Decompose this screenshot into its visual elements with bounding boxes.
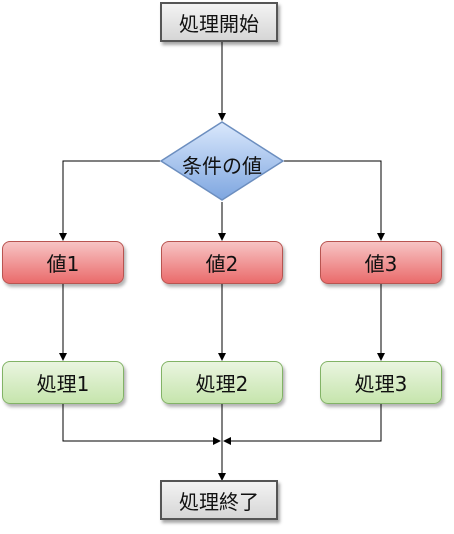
end-label: 処理終了 [179, 489, 259, 514]
value-1-label: 値1 [46, 252, 80, 276]
condition-label: 条件の値 [182, 153, 262, 178]
start-label: 処理開始 [179, 11, 259, 36]
process-2-label: 処理2 [195, 372, 249, 396]
value-1-node: 値1 [2, 241, 124, 284]
value-2-label: 値2 [205, 252, 239, 276]
value-2-node: 値2 [161, 241, 283, 284]
process-2-node: 処理2 [161, 361, 283, 404]
process-1-label: 処理1 [36, 372, 90, 396]
condition-label-box: 条件の値 [160, 120, 284, 208]
edge-process-3-to-merge [223, 404, 382, 445]
process-1-node: 処理1 [2, 361, 124, 404]
start-node: 処理開始 [160, 2, 278, 42]
value-3-label: 値3 [364, 252, 398, 276]
process-3-label: 処理3 [354, 372, 408, 396]
condition-diamond [159, 121, 285, 201]
end-node: 処理終了 [160, 480, 278, 520]
edge-condition-to-value-1 [59, 160, 160, 241]
process-3-node: 処理3 [320, 361, 442, 404]
edge-condition-to-value-3 [284, 160, 385, 241]
value-3-node: 値3 [320, 241, 442, 284]
edge-process-1-to-merge [62, 404, 221, 445]
